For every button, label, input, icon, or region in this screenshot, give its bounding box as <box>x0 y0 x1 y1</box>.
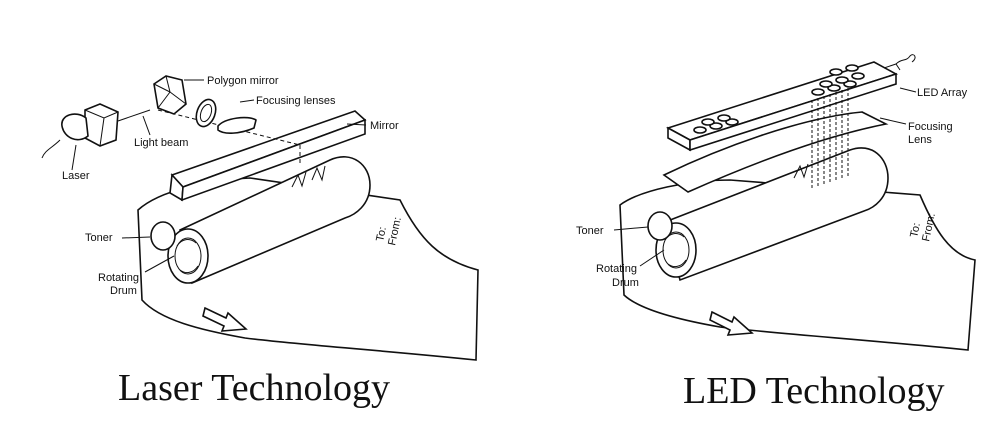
label-light-beam: Light beam <box>134 137 188 149</box>
label-led-drum: Drum <box>612 277 639 289</box>
led-array-dots <box>693 64 865 134</box>
label-laser: Laser <box>62 170 90 182</box>
led-output-arrow-icon <box>709 310 754 336</box>
label-focusing-lenses: Focusing lenses <box>256 95 336 107</box>
label-led-toner: Toner <box>576 225 604 237</box>
laser-drum-end <box>167 228 209 284</box>
label-laser-rotating: Rotating <box>98 272 139 284</box>
led-caption: LED Technology <box>683 370 945 412</box>
label-polygon-mirror: Polygon mirror <box>207 75 279 87</box>
laser-unit <box>84 103 119 147</box>
laser-drum <box>179 156 371 285</box>
polygon-mirror <box>153 75 187 115</box>
laser-toner-roller <box>150 221 176 251</box>
laser-paper-from: From: <box>386 216 404 247</box>
laser-caption: Laser Technology <box>118 367 390 409</box>
label-mirror: Mirror <box>370 120 399 132</box>
led-drum <box>664 147 889 282</box>
led-light-columns <box>811 88 849 190</box>
led-paper-from: From: <box>920 212 938 243</box>
led-paper-to: To: <box>908 222 923 239</box>
laser-paper-to: To: <box>374 226 389 243</box>
label-led-rotating: Rotating <box>596 263 637 275</box>
label-laser-drum: Drum <box>110 285 137 297</box>
led-technology-panel: To: From: <box>576 54 976 412</box>
laser-output-arrow-icon <box>202 306 248 332</box>
label-led-lens: Lens <box>908 134 932 146</box>
focusing-lens-2 <box>217 116 257 134</box>
led-toner-roller <box>647 211 673 241</box>
laser-technology-panel: To: From: <box>41 75 479 409</box>
label-laser-toner: Toner <box>85 232 113 244</box>
label-led-focusing: Focusing <box>908 121 953 133</box>
label-led-array: LED Array <box>917 87 968 99</box>
